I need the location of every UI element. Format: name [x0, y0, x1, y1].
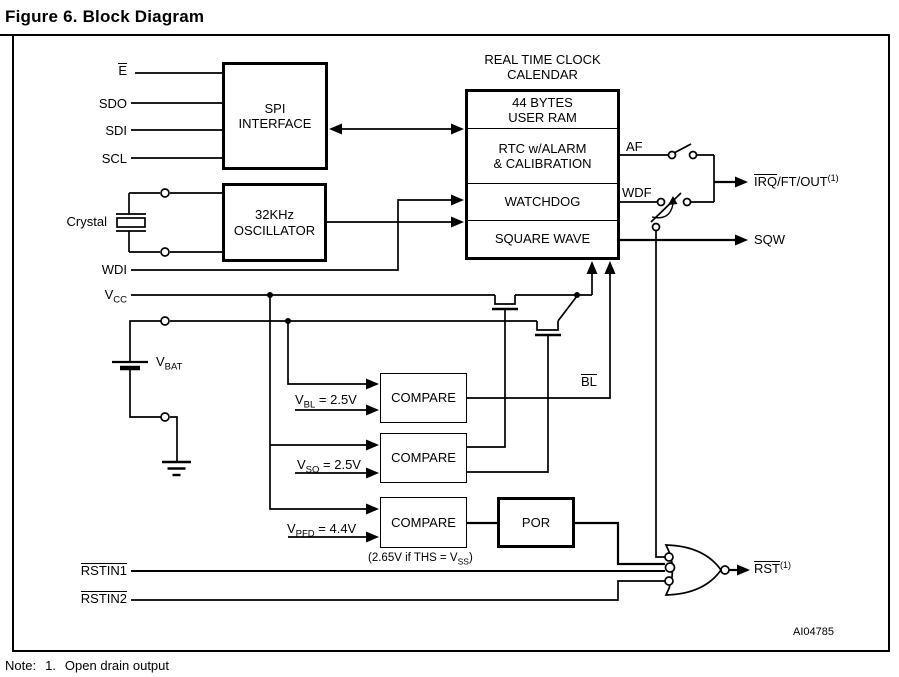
note-text: Open drain output [64, 658, 169, 673]
rtc-calendar-block: 44 BYTES USER RAM RTC w/ALARM & CALIBRAT… [465, 89, 620, 260]
signal-label-af: AF [626, 139, 643, 154]
pin-label-rstin2: RSTIN2 [60, 591, 127, 606]
title-rule [0, 34, 14, 36]
rtc-row-user-ram: 44 BYTES USER RAM [508, 94, 577, 125]
pin-label-vcc: VCC [60, 287, 127, 306]
rtc-row-watchdog: WATCHDOG [468, 183, 617, 220]
por-block: POR [497, 497, 575, 548]
ths-pre: (2.65V if THS = V [368, 552, 458, 564]
ths-post: ) [468, 552, 473, 564]
vcc-subscript: CC [113, 294, 127, 306]
compare-vso-block: COMPARE [380, 433, 467, 483]
figure-code: AI04785 [793, 626, 834, 638]
vcc-rail [131, 261, 598, 305]
wdf-switch [620, 192, 692, 232]
vbl-ref-wire [295, 404, 379, 416]
vbat-pass-transistor [467, 333, 561, 473]
vbl-value: = 2.5V [315, 392, 357, 407]
vcc-pass-transistor [467, 307, 518, 448]
spi-input-wires [131, 72, 222, 159]
irq-note-superscript: (1) [827, 173, 839, 183]
ths-subscript: SS [457, 556, 469, 567]
vpfd-ref-wire [288, 531, 379, 543]
irq-rest-text: /FT/OUT [777, 174, 828, 189]
figure-title: Figure 6. Block Diagram [5, 7, 205, 26]
compare-vbl-block: COMPARE [380, 373, 467, 423]
irq-wire [714, 176, 748, 188]
por-reset-wire [575, 521, 665, 566]
pin-label-sdi: SDI [105, 123, 127, 138]
vpfd-base: V [287, 521, 296, 536]
note-label: Note: [5, 658, 37, 673]
note-number: 1. [45, 658, 56, 673]
pin-label-vbat: VBAT [156, 354, 182, 373]
ground-symbol [162, 460, 191, 477]
e-overline-text: E [118, 63, 127, 78]
rtc-row-square-wave: SQUARE WAVE [468, 220, 617, 256]
vso-subscript: SO [305, 464, 320, 476]
vbat-subscript: BAT [164, 361, 183, 373]
vbl-base: V [295, 392, 304, 407]
wdi-wire [131, 194, 464, 271]
vpfd-subscript: PFD [295, 528, 315, 540]
diagram-frame [12, 34, 890, 652]
pin-label-sdo: SDO [98, 96, 127, 111]
rtc-calendar-header: REAL TIME CLOCK CALENDAR [484, 52, 601, 83]
crystal-symbol [116, 188, 222, 257]
vpfd-threshold-label: VPFD = 4.4V [287, 521, 356, 540]
rst-note-superscript: (1) [780, 560, 791, 570]
vbl-threshold-label: VBL = 2.5V [295, 392, 357, 411]
output-label-rst: RST(1) [754, 560, 791, 576]
af-switch [620, 143, 715, 203]
vbat-base: V [156, 354, 165, 369]
pin-label-rstin1: RSTIN1 [60, 563, 127, 578]
pin-label-e: E [60, 63, 127, 78]
vso-ref-wire [295, 467, 379, 479]
battery-symbol [112, 360, 178, 461]
oscillator-block: 32KHz OSCILLATOR [222, 183, 327, 262]
pin-label-crystal: Crystal [66, 214, 107, 229]
bl-wire [467, 261, 616, 399]
figure-note: Note: 1. Open drain output [5, 658, 178, 673]
rstin1-overline-text: RSTIN1 [80, 563, 127, 578]
output-label-sqw: SQW [754, 232, 786, 247]
output-label-irq-ft-out: IRQ/FT/OUT(1) [754, 173, 839, 189]
vbat-rail [129, 295, 578, 361]
vso-value: = 2.5V [319, 457, 361, 472]
nor-gate [664, 544, 750, 596]
signal-label-bl: BL [581, 374, 597, 389]
pin-label-wdi: WDI [101, 262, 127, 277]
vso-threshold-label: VSO = 2.5V [297, 457, 361, 476]
vbl-subscript: BL [303, 399, 316, 411]
sqw-wire [620, 234, 748, 246]
pin-label-scl: SCL [101, 151, 127, 166]
vcc-compare-trunk [269, 295, 379, 515]
rstin2-wire [131, 580, 665, 601]
rstin2-overline-text: RSTIN2 [80, 591, 127, 606]
ths-note-label: (2.65V if THS = VSS) [368, 552, 473, 566]
rst-overline-text: RST [754, 561, 780, 576]
vpfd-value: = 4.4V [314, 521, 357, 536]
spi-rtc-bus [329, 123, 464, 135]
spi-interface-block: SPI INTERFACE [222, 62, 328, 170]
vbat-compare-trunk [287, 321, 379, 390]
rtc-row-alarm-calibration: RTC w/ALARM & CALIBRATION [468, 128, 617, 183]
vcc-base: V [104, 287, 114, 302]
osc-output-wire [327, 216, 464, 228]
compare-vpfd-block: COMPARE [380, 497, 467, 548]
bl-overline-text: BL [581, 374, 597, 389]
vso-base: V [297, 457, 306, 472]
switch-to-nor-wire [655, 231, 665, 558]
irq-overline-text: IRQ [754, 174, 778, 189]
signal-label-wdf: WDF [622, 185, 652, 200]
